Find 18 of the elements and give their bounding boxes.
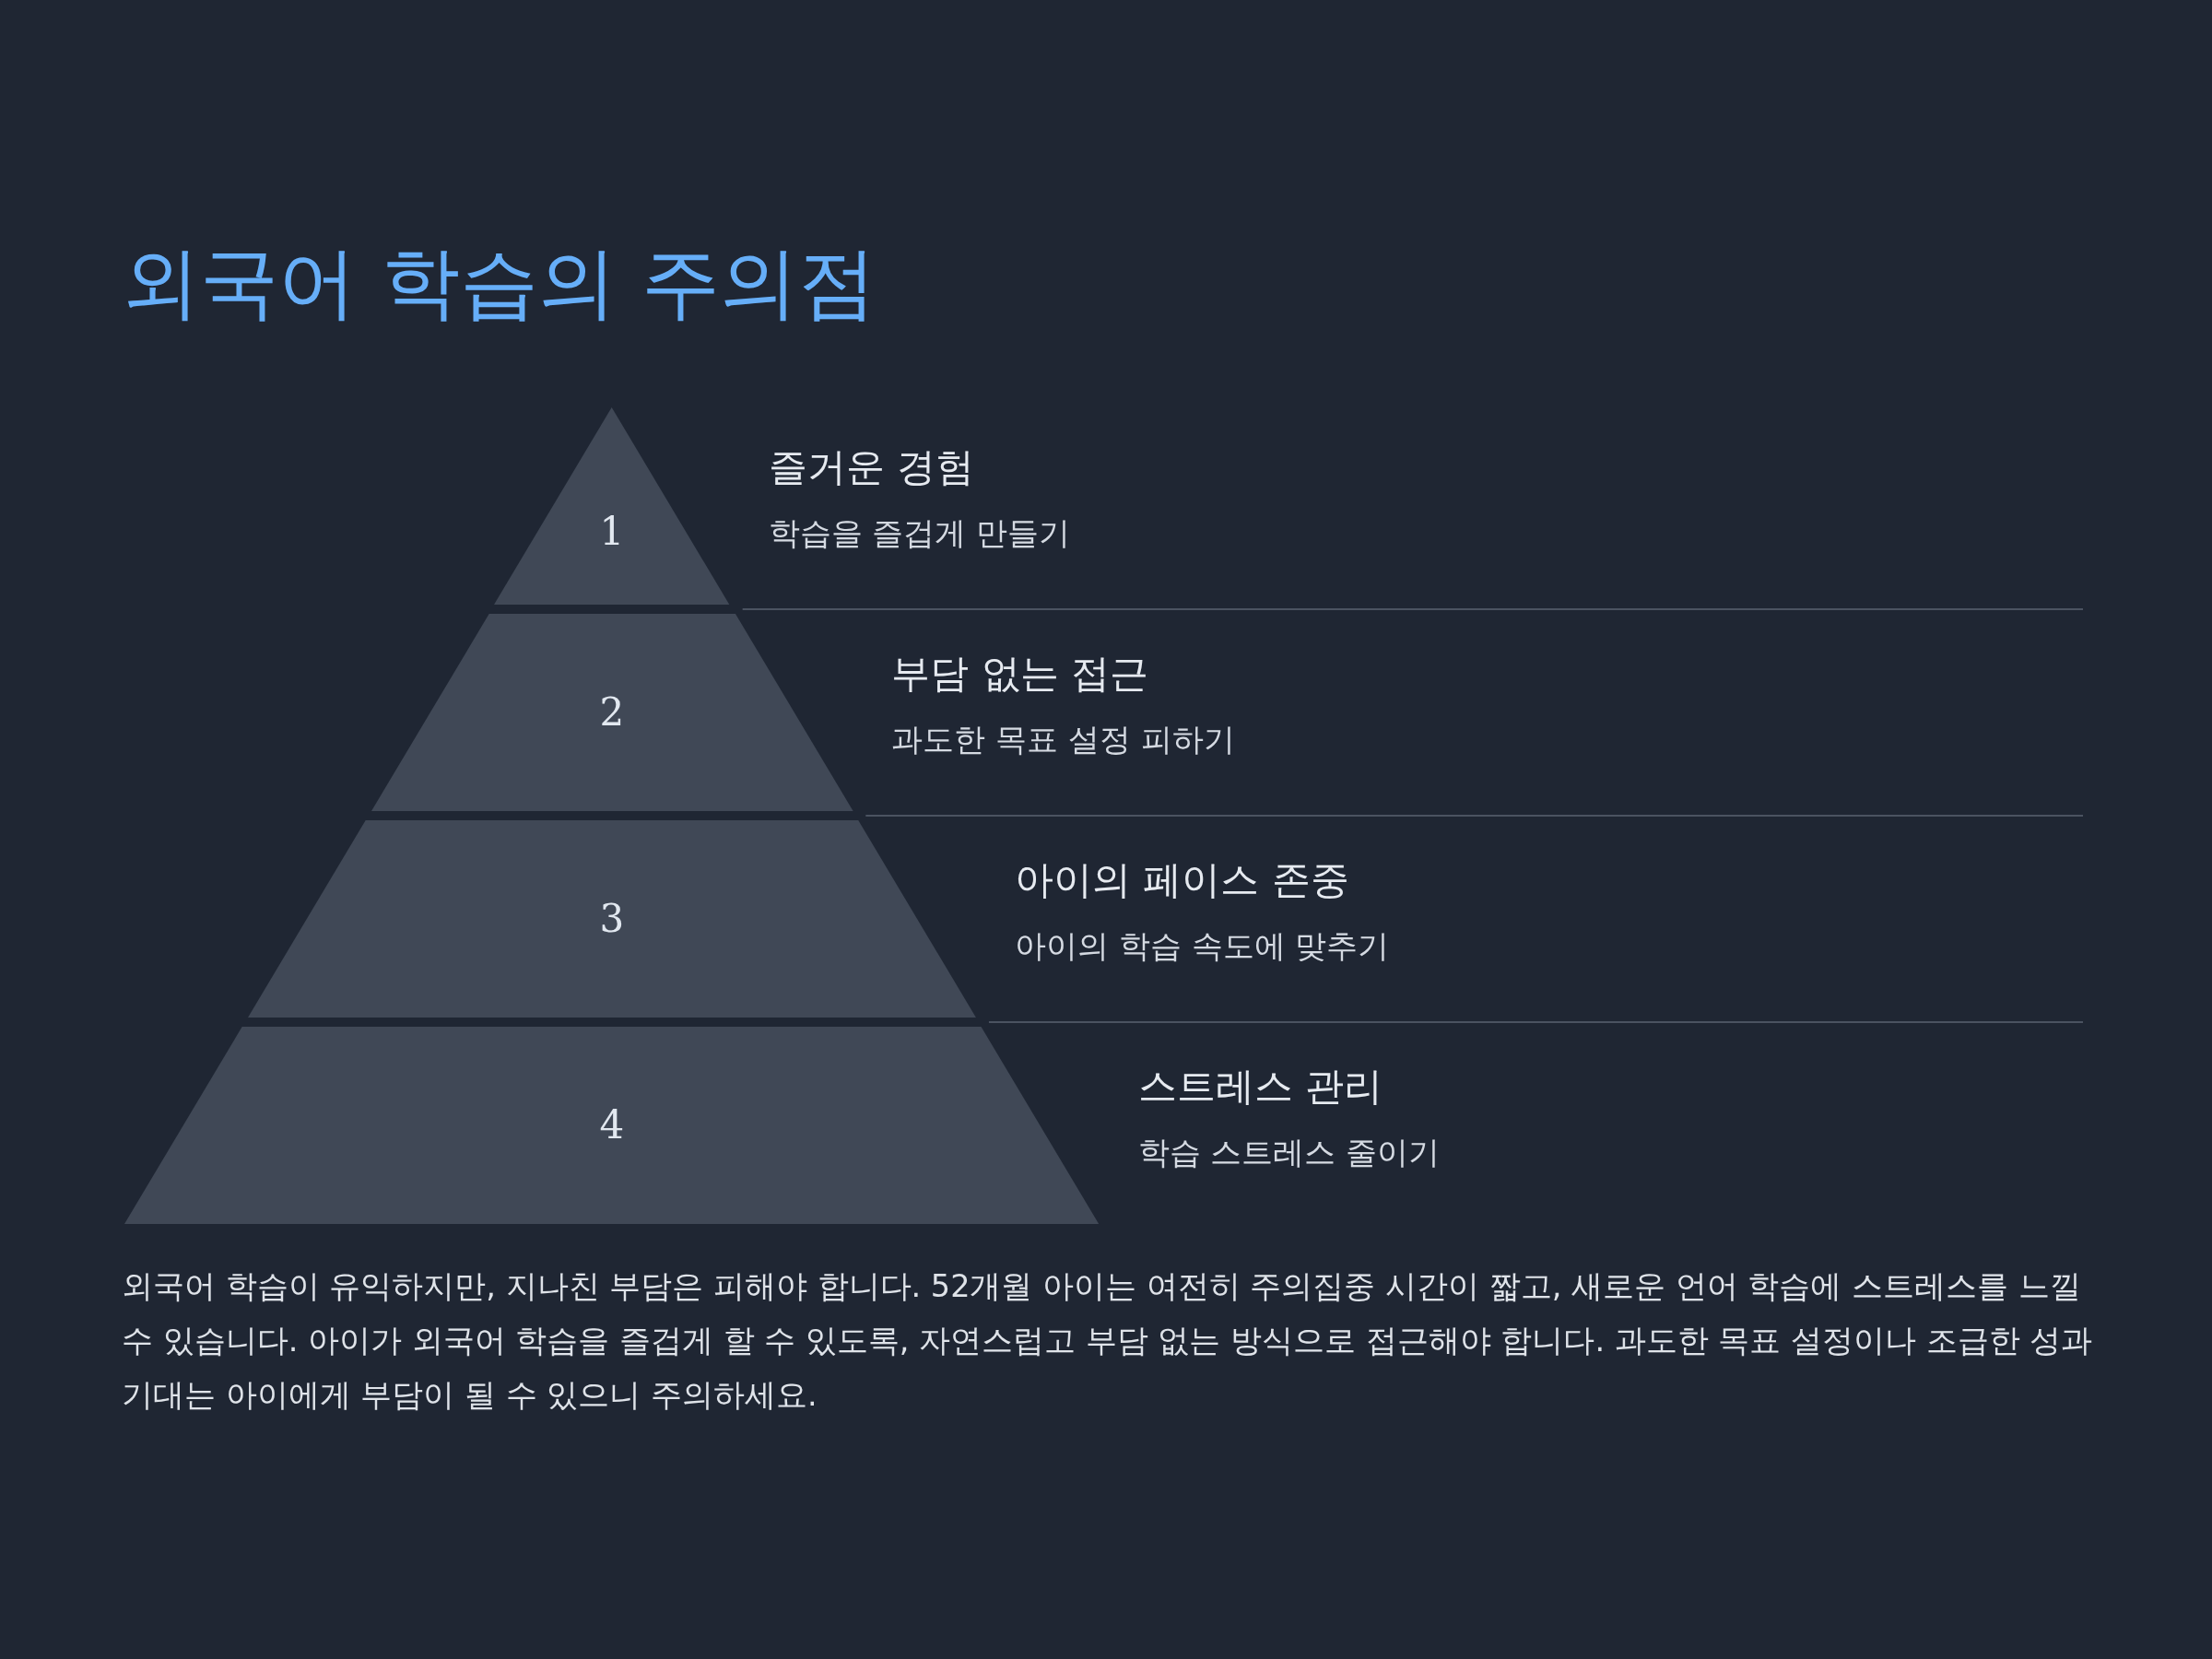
tier-description: 학습 스트레스 줄이기 <box>1137 1134 1441 1172</box>
pyramid-tier <box>494 407 730 605</box>
tier-heading: 부담 없는 접근 <box>891 651 1148 698</box>
pyramid-tier <box>371 614 853 811</box>
pyramid-tier <box>124 1027 1100 1224</box>
tier-number: 3 <box>599 897 625 941</box>
tier-heading: 즐거운 경험 <box>768 444 975 491</box>
tier-description: 과도한 목표 설정 피하기 <box>891 721 1235 759</box>
tier-number: 2 <box>599 690 625 735</box>
tier-number: 4 <box>599 1103 625 1147</box>
tier-heading: 아이의 페이스 존중 <box>1014 857 1349 904</box>
tier-number: 1 <box>599 510 625 554</box>
diagram-title: 외국어 학습의 주의점 <box>122 236 877 330</box>
tier-description: 학습을 즐겁게 만들기 <box>768 514 1071 553</box>
tier-heading: 스트레스 관리 <box>1137 1064 1382 1111</box>
pyramid-tier <box>248 820 976 1018</box>
tier-description: 아이의 학습 속도에 맞추기 <box>1014 927 1390 966</box>
body-paragraph: 외국어 학습이 유익하지만, 지나친 부담은 피해야 합니다. 52개월 아이는 여전히 주의집중 시간이 짧고, 새로운 언어 학습에 스트레스를 느낄 수 있습니다. 아이가 외국어 학습을 즐겁게 할 수 있도록, 자연스럽고 부담 없는 방식으로 접근해야 합니다. 과도한 목표 설정이나 조급한 성과 기대는 아이에게 부담이 될 수 있으니 주의하세요. <box>122 1267 2094 1415</box>
